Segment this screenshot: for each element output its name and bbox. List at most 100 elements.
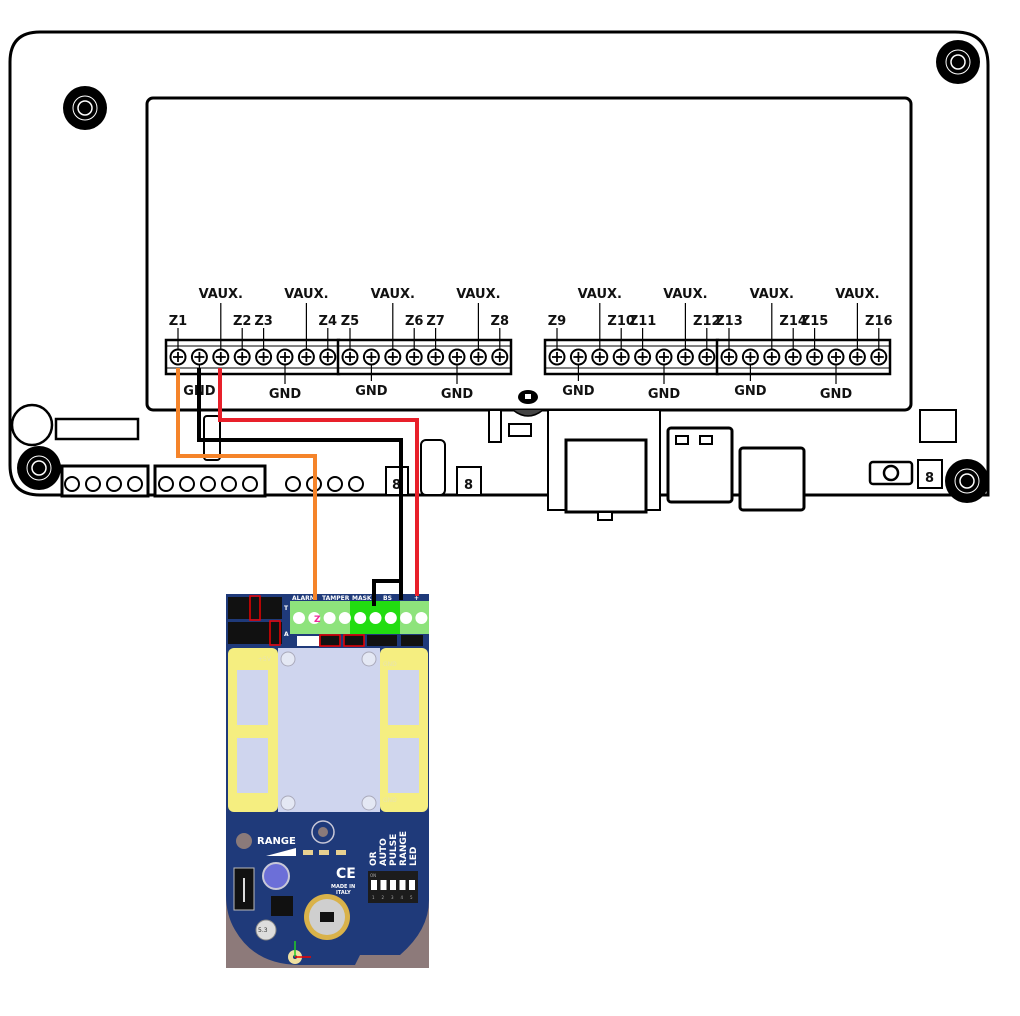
made-in-country: ITALY — [336, 890, 351, 896]
pad-window — [388, 670, 419, 725]
header-3pin — [367, 635, 397, 646]
screw-terminal-icon[interactable] — [698, 348, 716, 366]
dip-switch-key[interactable] — [399, 880, 406, 890]
screw-terminal-icon[interactable] — [233, 348, 251, 366]
dip-switch-number: 3 — [391, 895, 394, 900]
gnd-label: GND — [269, 387, 302, 402]
vaux-label: VAUX. — [199, 287, 243, 302]
shield-screw — [280, 795, 296, 811]
screw-terminal-icon[interactable] — [569, 348, 587, 366]
screw-terminal-icon[interactable] — [341, 348, 359, 366]
shield-screw — [280, 651, 296, 667]
zone-terminal-strips — [164, 338, 892, 376]
sensor-terminal-screw[interactable] — [369, 612, 382, 624]
dip-switch-key[interactable] — [409, 880, 415, 890]
screw-terminal-icon[interactable] — [190, 348, 208, 366]
dip-switch-number: 5 — [410, 895, 413, 900]
screw-terminal-icon[interactable] — [848, 348, 866, 366]
sensor-terminal-screw[interactable] — [308, 612, 321, 624]
vaux-label: VAUX. — [750, 287, 794, 302]
sensor-terminal-screw[interactable] — [338, 612, 351, 624]
component-outline — [919, 409, 957, 443]
sensor-terminal-screw[interactable] — [354, 612, 367, 624]
rf-shield — [278, 648, 380, 812]
smd-led — [319, 850, 329, 855]
screw-terminal-icon[interactable] — [827, 348, 845, 366]
jumper-label-t: T — [284, 605, 289, 612]
vaux-label: VAUX. — [663, 287, 707, 302]
screw-terminal-icon[interactable] — [655, 348, 673, 366]
wires — [176, 368, 419, 606]
dip-switch-number: 2 — [382, 895, 385, 900]
dip-switch-number: 4 — [401, 895, 404, 900]
sensor-terminal-screw[interactable] — [384, 612, 397, 624]
origin-marker — [288, 941, 311, 964]
screw-terminal-icon[interactable] — [427, 348, 445, 366]
vaux-label: VAUX. — [835, 287, 879, 302]
usb-port — [738, 446, 806, 512]
screw-terminal-icon[interactable] — [212, 348, 230, 366]
sd-card-slot — [666, 426, 734, 504]
gnd-label: GND — [820, 387, 853, 402]
mounting-hole-icon — [936, 40, 980, 84]
screw-terminal-icon[interactable] — [784, 348, 802, 366]
header-2pin — [401, 635, 423, 646]
screw-terminal-icon[interactable] — [870, 348, 888, 366]
screw-terminal-icon[interactable] — [763, 348, 781, 366]
screw-terminal-icon[interactable] — [448, 348, 466, 366]
gnd-label: GND — [355, 384, 388, 399]
sensor-terminal-screw[interactable] — [293, 612, 305, 624]
screw-terminal-icon[interactable] — [469, 348, 487, 366]
header-2pin — [319, 634, 341, 647]
screw-terminal-icon[interactable] — [491, 348, 509, 366]
screw-terminal-icon[interactable] — [548, 348, 566, 366]
buzzer-outline — [10, 403, 54, 447]
sensor-terminal-screw[interactable] — [415, 612, 428, 624]
screw-terminal-icon[interactable] — [720, 348, 738, 366]
vaux-label: VAUX. — [284, 287, 328, 302]
screw-terminal-icon[interactable] — [634, 348, 652, 366]
screw-terminal-icon[interactable] — [169, 348, 187, 366]
dip-switch-key[interactable] — [371, 880, 377, 890]
screw-terminal-icon[interactable] — [297, 348, 315, 366]
screw-terminal-icon[interactable] — [384, 348, 402, 366]
sensor-terminal-screw[interactable] — [400, 612, 413, 624]
smd-led — [303, 850, 313, 855]
zone-label: Z1 — [169, 314, 187, 329]
control-panel-board: 8 8 8 — [8, 30, 990, 521]
shield-screw — [361, 795, 377, 811]
header-holes — [285, 476, 364, 492]
dip-switch-label: LED — [409, 847, 419, 866]
screw-terminal-icon[interactable] — [612, 348, 630, 366]
shield-screw — [361, 651, 377, 667]
gnd-label: GND — [648, 387, 681, 402]
jumper-label-a: A — [284, 631, 289, 638]
screw-terminal-icon[interactable] — [806, 348, 824, 366]
zone-label: Z13 — [715, 314, 743, 329]
wire-black-gnd-to-mask — [197, 368, 403, 600]
zone-label: Z15 — [801, 314, 829, 329]
capacitor-label: 5.3 — [258, 927, 268, 934]
pad-window — [388, 738, 419, 793]
zone-label: Z6 — [405, 314, 423, 329]
sensor-terminal-screw[interactable] — [323, 612, 336, 624]
screw-terminal-icon[interactable] — [741, 348, 759, 366]
dip-switch-key[interactable] — [380, 880, 387, 890]
screw-terminal-icon[interactable] — [591, 348, 609, 366]
dip-switch-key[interactable] — [390, 880, 396, 890]
screw-terminal-icon[interactable] — [362, 348, 380, 366]
svg-text:8: 8 — [925, 471, 934, 486]
jumper-header-t: T — [228, 595, 289, 621]
screw-terminal-icon[interactable] — [319, 348, 337, 366]
screw-terminal-icon[interactable] — [276, 348, 294, 366]
screw-terminal-icon[interactable] — [255, 348, 273, 366]
zone-label: Z11 — [629, 314, 657, 329]
sensor-terminal-label: ALARM — [292, 595, 316, 602]
screw-terminal-icon[interactable] — [405, 348, 423, 366]
screw-terminal-icon[interactable] — [676, 348, 694, 366]
pir-sensor — [304, 894, 350, 940]
ce-mark: CE — [336, 866, 356, 882]
